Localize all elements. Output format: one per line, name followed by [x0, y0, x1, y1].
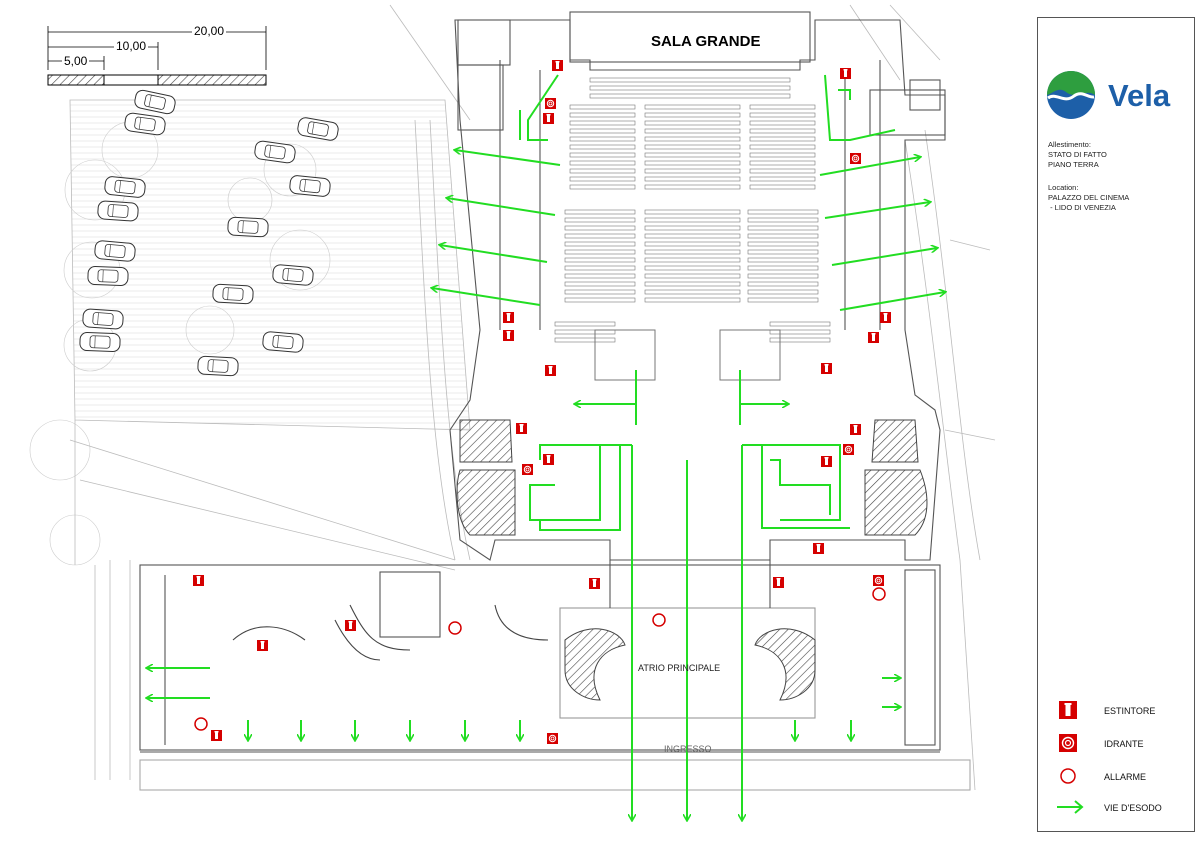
- vela-logo-icon: [1047, 71, 1095, 119]
- brand-name: Vela: [1108, 78, 1171, 113]
- atrium-label: ATRIO PRINCIPALE: [638, 663, 721, 673]
- seating-blocks: [554, 77, 831, 343]
- scale-label-20: 20,00: [192, 24, 227, 38]
- legend-item-alarm: ALLARME: [1052, 764, 1192, 794]
- safety-symbols: [193, 60, 891, 745]
- extinguisher-icon: [1059, 701, 1077, 719]
- legend-label: ESTINTORE: [1104, 706, 1156, 716]
- sala-grande-building: [449, 11, 946, 561]
- legend-label: IDRANTE: [1104, 739, 1144, 749]
- legend-label: ALLARME: [1104, 772, 1147, 782]
- allestimento-info: Allestimento: STATO DI FATTO PIANO TERRA: [1048, 140, 1107, 169]
- exit-routes: [147, 74, 945, 820]
- parking-area: [29, 88, 471, 566]
- plan-title: SALA GRANDE: [651, 33, 761, 50]
- legend-item-hydrant: IDRANTE: [1052, 731, 1192, 761]
- stair-blocks: [456, 329, 928, 701]
- lower-hall: [139, 560, 971, 791]
- scale-label-5: 5,00: [62, 54, 90, 68]
- location-info: Location: PALAZZO DEL CINEMA - LIDO DI V…: [1048, 183, 1130, 212]
- alarm-icon: [1060, 768, 1076, 784]
- legend-panel: Vela Allestimento: STATO DI FATTO PIANO …: [1037, 17, 1195, 832]
- entrance-label: INGRESSO: [664, 744, 712, 754]
- exit-arrow-icon: [1057, 800, 1084, 814]
- legend-item-exit-route: VIE D'ESODO: [1052, 795, 1192, 825]
- hydrant-icon: [1059, 734, 1077, 752]
- legend-item-extinguisher: ESTINTORE: [1052, 698, 1192, 728]
- scale-label-10: 10,00: [114, 39, 149, 53]
- legend-label: VIE D'ESODO: [1104, 803, 1162, 813]
